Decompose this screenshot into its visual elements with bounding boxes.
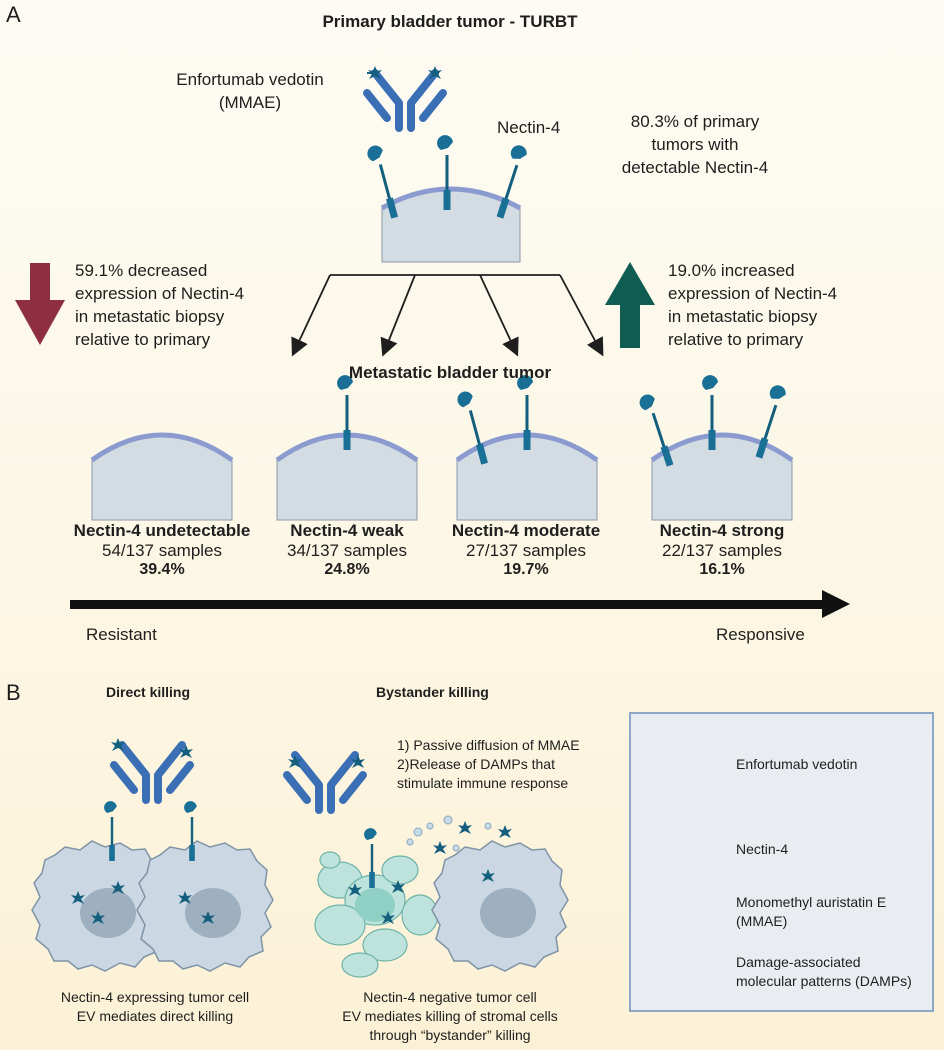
decrease-arrow-icon [15,263,65,345]
legend-damps-label: Damage-associated molecular patterns (DA… [736,954,912,989]
direct-title: Direct killing [106,684,191,700]
bystander-killing-illustration [287,755,569,978]
category-moderate: Nectin-4 moderate 27/137 samples 19.7% [451,521,601,578]
response-axis [70,590,850,618]
axis-left-label: Resistant [86,625,157,644]
decrease-note: 59.1% decreased expression of Nectin-4 i… [75,261,245,349]
drug-label: Enfortumab vedotin (MMAE) [176,70,324,112]
tumor-undetectable-icon [92,435,232,520]
branch-arrows [291,274,604,357]
tumor-weak-icon [277,373,417,520]
primary-title: Primary bladder tumor - TURBT [322,12,578,31]
antibody-icon [367,66,443,128]
primary-tumor-icon [380,186,522,263]
legend-ev-label: Enfortumab vedotin [736,756,858,772]
increase-arrow-icon [605,262,655,348]
legend-nectin-label: Nectin-4 [736,841,789,857]
category-strong: Nectin-4 strong 22/137 samples 16.1% [659,521,785,578]
metastatic-title: Metastatic bladder tumor [348,363,552,382]
receptor-icon [364,133,531,222]
direct-caption: Nectin-4 expressing tumor cell EV mediat… [60,989,250,1024]
primary-stat: 80.3% of primary tumors with detectable … [621,112,769,177]
legend-mmae-label: Monomethyl auristatin E (MMAE) [736,894,887,929]
panel-a-letter: A [6,2,21,27]
bystander-note: 1) Passive diffusion of MMAE 2)Release o… [397,737,580,791]
bystander-title: Bystander killing [376,684,489,700]
panel-b-letter: B [6,680,21,705]
category-weak: Nectin-4 weak 34/137 samples 24.8% [286,521,408,578]
nectin-label: Nectin-4 [497,118,561,137]
increase-note: 19.0% increased expression of Nectin-4 i… [668,261,838,349]
axis-right-label: Responsive [716,625,805,644]
direct-killing-illustration [31,738,274,972]
tumor-strong-icon [636,373,792,520]
bystander-caption: Nectin-4 negative tumor cell EV mediates… [342,989,558,1043]
tumor-moderate-icon [454,373,597,520]
category-undetectable: Nectin-4 undetectable 54/137 samples 39.… [73,521,251,578]
legend-box [629,712,934,1012]
